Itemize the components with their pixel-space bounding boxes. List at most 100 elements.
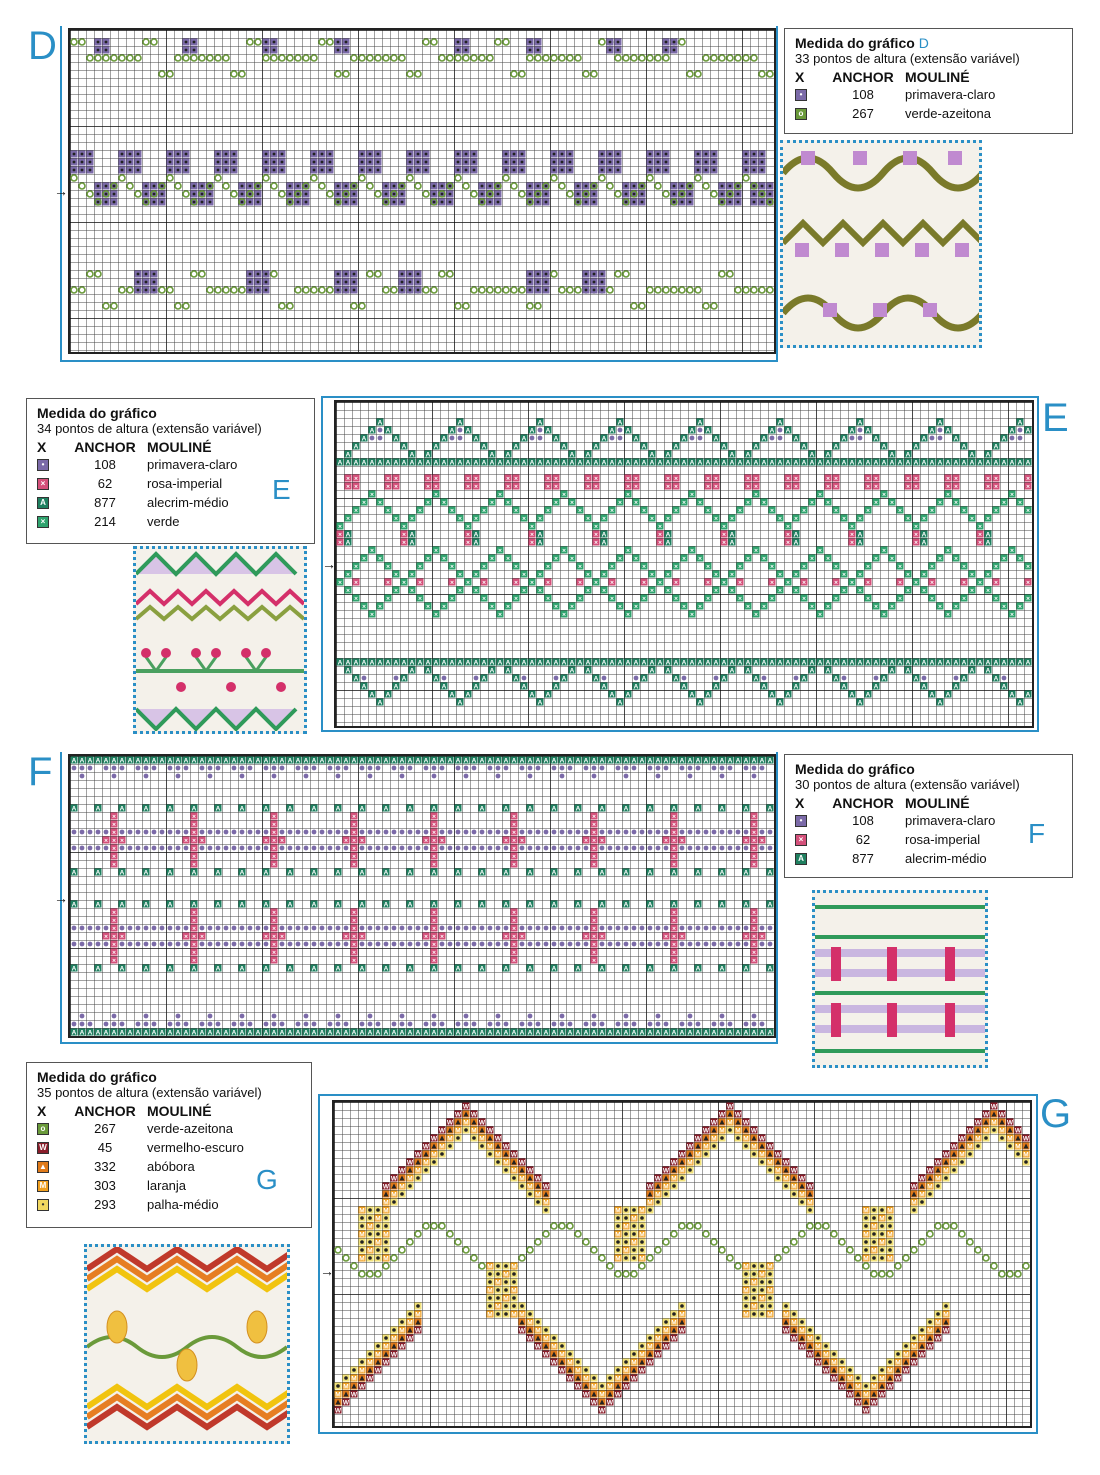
stitch-cell: M	[886, 1230, 894, 1239]
svg-text:×: ×	[834, 476, 838, 483]
svg-text:A: A	[930, 460, 935, 467]
stitch-cell	[670, 1182, 678, 1190]
stitch-cell	[742, 1270, 750, 1278]
stitch-cell	[430, 38, 438, 46]
stitch-cell	[350, 1262, 358, 1270]
stitch-cell	[166, 286, 174, 294]
stitch-cell	[711, 845, 717, 851]
stitch-cell: A	[750, 1028, 758, 1036]
stitch-cell	[94, 182, 102, 190]
svg-text:×: ×	[970, 516, 974, 523]
stitch-cell	[638, 54, 646, 62]
stitch-cell	[798, 1198, 806, 1206]
stitch-cell	[582, 1238, 590, 1246]
mouline-name: vermelho-escuro	[147, 1140, 244, 1155]
stitch-cell	[102, 302, 110, 310]
stitch-cell: A	[278, 1028, 286, 1036]
stitch-cell	[782, 1318, 790, 1326]
stitch-cell	[457, 435, 463, 441]
stitch-cell	[183, 765, 189, 771]
stitch-cell	[478, 198, 486, 206]
stitch-cell: A	[832, 442, 840, 451]
stitch-cell	[350, 54, 358, 62]
stitch-cell	[670, 38, 678, 46]
svg-text:×: ×	[490, 500, 494, 507]
stitch-cell	[439, 925, 445, 931]
stitch-cell: A	[480, 458, 488, 467]
stitch-cell: A	[550, 1028, 558, 1036]
stitch-cell	[151, 765, 157, 771]
stitch-cell: A	[592, 458, 600, 467]
stitch-cell: ×	[270, 932, 278, 941]
stitch-cell	[479, 845, 485, 851]
stitch-cell	[726, 54, 734, 62]
stitch-cell	[710, 1238, 718, 1246]
stitch-cell: M	[638, 1350, 646, 1359]
stitch-cell	[590, 190, 598, 198]
stitch-cell: A	[936, 658, 944, 667]
stitch-cell	[486, 198, 494, 206]
stitch-cell: W	[782, 1158, 790, 1167]
stitch-cell	[654, 286, 662, 294]
stitch-cell	[639, 845, 645, 851]
stitch-cell	[615, 829, 621, 835]
stitch-cell: ×	[750, 940, 758, 949]
stitch-cell	[463, 1013, 469, 1019]
stitch-cell: A	[672, 442, 680, 451]
stitch-cell	[95, 925, 101, 931]
stitch-cell	[769, 435, 775, 441]
stitch-cell	[590, 182, 598, 190]
stitch-cell: ×	[560, 490, 568, 499]
stitch-cell: A	[384, 690, 392, 699]
stitch-cell: A	[448, 690, 456, 699]
stitch-cell	[806, 1190, 814, 1198]
svg-text:×: ×	[466, 484, 470, 491]
stitch-cell: A	[544, 426, 552, 435]
stitch-cell	[279, 765, 285, 771]
stitch-cell: A	[334, 804, 342, 813]
svg-text:A: A	[410, 532, 415, 539]
stitch-cell	[582, 198, 590, 206]
stitch-cell	[743, 941, 749, 947]
stitch-cell: ×	[392, 570, 400, 579]
svg-text:A: A	[370, 460, 375, 467]
svg-text:×: ×	[546, 484, 550, 491]
stitch-cell: ×	[376, 554, 384, 563]
stitch-cell: A	[424, 658, 432, 667]
stitch-cell: A	[536, 698, 544, 707]
stitch-cell: M	[646, 1198, 654, 1207]
stitch-cell	[143, 925, 149, 931]
stitch-cell	[806, 1206, 814, 1214]
stitch-cell: ×	[464, 578, 472, 587]
stitch-cell	[542, 182, 550, 190]
stitch-cell	[383, 925, 389, 931]
stitch-cell	[454, 1118, 462, 1126]
stitch-cell	[398, 270, 406, 278]
stitch-cell: ×	[912, 578, 920, 587]
stitch-cell: A	[992, 442, 1000, 451]
svg-text:A: A	[722, 444, 727, 451]
stitch-cell: ×	[664, 570, 672, 579]
legend-title-letter: D	[918, 35, 929, 51]
stitch-cell: ×	[590, 924, 598, 933]
stitch-cell: ×	[670, 828, 678, 837]
stitch-cell	[727, 765, 733, 771]
stitch-cell	[142, 38, 150, 46]
stitch-cell: A	[718, 900, 726, 909]
stitch-cell	[681, 675, 687, 681]
stitch-cell	[247, 845, 253, 851]
svg-text:A: A	[530, 428, 535, 435]
svg-text:×: ×	[786, 540, 790, 547]
mouline-name: laranja	[147, 1178, 187, 1193]
stitch-cell: ×	[936, 554, 944, 563]
stitch-cell	[495, 925, 501, 931]
stitch-cell: W	[934, 1158, 942, 1167]
stitch-cell	[126, 286, 134, 294]
stitch-cell: ×	[472, 482, 480, 491]
stitch-cell: ×	[598, 836, 606, 845]
stitch-cell: W	[398, 1342, 406, 1351]
stitch-cell	[415, 941, 421, 947]
chart-grid-d	[68, 28, 776, 354]
stitch-cell	[470, 1254, 478, 1262]
stitch-cell	[1014, 1270, 1022, 1278]
